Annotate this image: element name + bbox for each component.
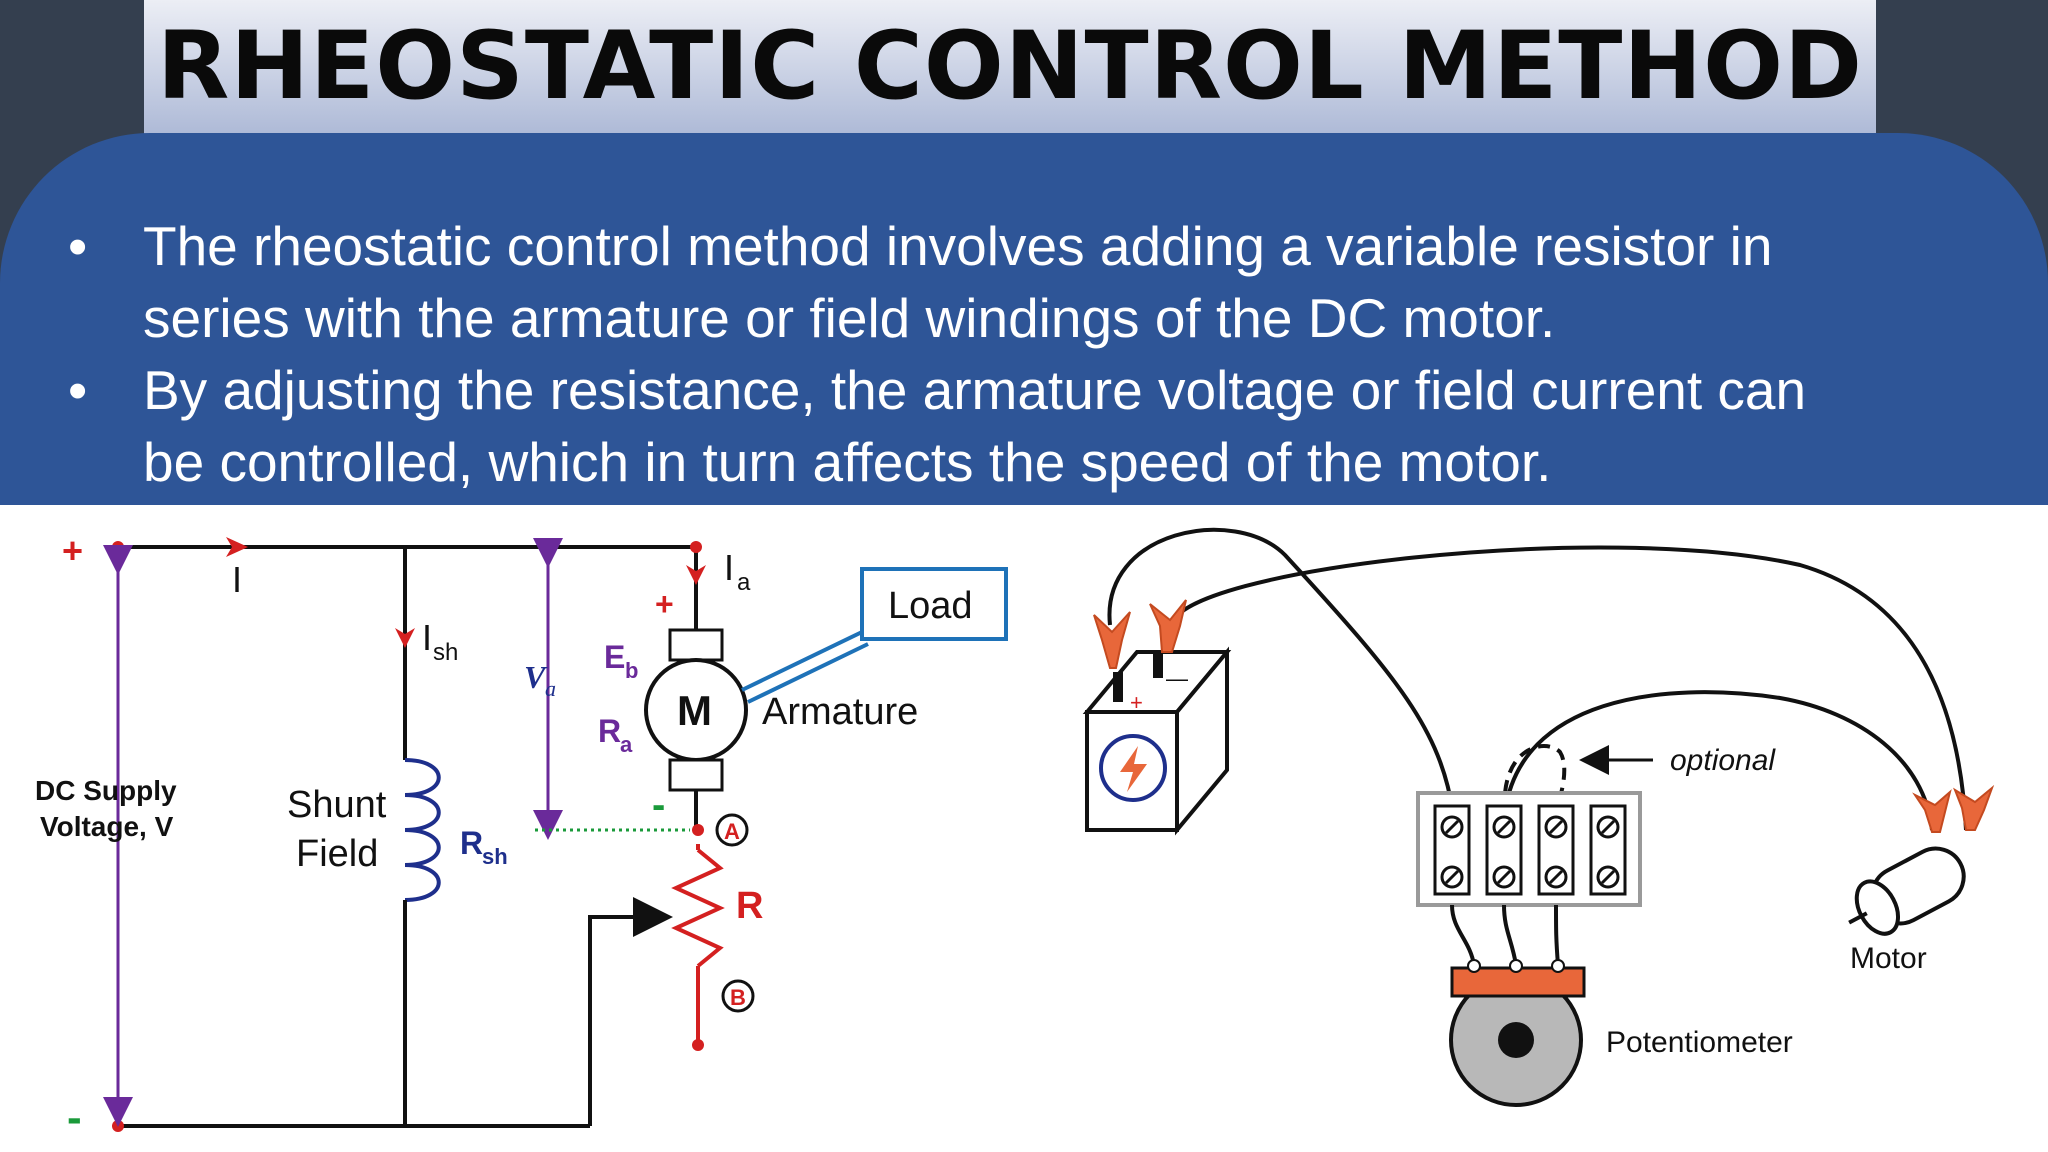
terminal-plus-label: + bbox=[62, 530, 83, 571]
shunt-resistance-label: R bbox=[460, 825, 483, 861]
bullet-list: • The rheostatic control method involves… bbox=[60, 210, 2020, 498]
battery-minus-wire bbox=[1170, 545, 1968, 831]
motor-clip-1-icon bbox=[1912, 789, 1952, 833]
bullet-text: The rheostatic control method involves a… bbox=[143, 215, 1772, 349]
potentiometer-shaft bbox=[1498, 1022, 1534, 1058]
armature-top-dot bbox=[690, 541, 702, 553]
pot-wire-3 bbox=[1554, 904, 1560, 966]
node-b-label: B bbox=[730, 985, 746, 1010]
current-i-arrow-icon bbox=[226, 537, 248, 557]
node-a-circle bbox=[715, 813, 749, 847]
screw-slots bbox=[1444, 819, 1616, 885]
pot-wire-2 bbox=[1502, 904, 1518, 966]
load-label: Load bbox=[888, 585, 973, 627]
armature-resistance-subscript: a bbox=[620, 732, 633, 757]
terminal-plus-dot bbox=[112, 541, 124, 553]
supply-voltage-label-line1: DC Supply bbox=[35, 775, 177, 806]
load-box bbox=[860, 567, 1008, 641]
motor-supply-wire bbox=[1503, 690, 1934, 831]
brush-top bbox=[668, 628, 724, 662]
battery-plus-label: + bbox=[1130, 690, 1143, 715]
content-panel bbox=[0, 133, 2048, 506]
motor-clip-2-icon bbox=[1953, 784, 1995, 831]
shunt-field-label-line2: Field bbox=[296, 833, 378, 875]
voltage-va-label: V bbox=[524, 659, 548, 695]
shunt-coil bbox=[404, 758, 441, 902]
armature-plus-label: + bbox=[655, 586, 674, 622]
clip-plus-icon bbox=[1093, 611, 1131, 669]
bullet-dot: • bbox=[68, 359, 88, 421]
bullet-line: series with the armature or field windin… bbox=[143, 287, 1556, 349]
bullet-item: • The rheostatic control method involves… bbox=[60, 210, 2020, 354]
terminal-minus-label: - bbox=[67, 1093, 82, 1142]
load-connector-line-1 bbox=[741, 630, 863, 692]
motor-icon bbox=[1848, 846, 1966, 936]
current-ia-subscript: a bbox=[737, 569, 751, 596]
wiper-wire bbox=[588, 897, 673, 1126]
motor-label: M bbox=[677, 687, 712, 734]
current-ia-label: I bbox=[724, 547, 734, 588]
battery-terminal-plus bbox=[1113, 672, 1123, 702]
supply-voltage-label-line2: Voltage, V bbox=[40, 811, 174, 842]
bullet-dot: • bbox=[68, 215, 88, 277]
pot-terminal bbox=[1509, 959, 1523, 973]
circuit-schematic: + - I I a I sh V a + - E b R a M Armatur… bbox=[35, 530, 1008, 1142]
brush-bottom bbox=[668, 758, 724, 792]
potentiometer-label: Potentiometer bbox=[1606, 1026, 1793, 1059]
bullet-text: By adjusting the resistance, the armatur… bbox=[143, 359, 1806, 493]
current-ia-arrow-icon bbox=[686, 565, 706, 585]
node-b-circle bbox=[721, 979, 755, 1013]
clip-minus-icon bbox=[1149, 599, 1187, 653]
armature-label: Armature bbox=[762, 691, 918, 733]
shunt-resistance-subscript: sh bbox=[482, 844, 508, 869]
current-i-label: I bbox=[232, 559, 242, 600]
load-connector-line-2 bbox=[747, 642, 869, 704]
current-ish-subscript: sh bbox=[433, 639, 458, 666]
node-a-label: A bbox=[724, 819, 740, 844]
bullet-line: The rheostatic control method involves a… bbox=[143, 215, 1773, 277]
current-ish-label: I bbox=[422, 617, 432, 658]
current-ish-arrow-icon bbox=[395, 628, 415, 648]
bullet-item: • By adjusting the resistance, the armat… bbox=[60, 354, 2020, 498]
diagram-area bbox=[0, 505, 2048, 1152]
motor-label: Motor bbox=[1850, 942, 1927, 975]
terminal-minus-dot bbox=[112, 1120, 124, 1132]
shunt-field-label-line1: Shunt bbox=[287, 784, 387, 826]
bullet-line: be controlled, which in turn affects the… bbox=[143, 431, 1552, 493]
bullet-line: By adjusting the resistance, the armatur… bbox=[143, 359, 1807, 421]
back-emf-label: E bbox=[604, 639, 625, 675]
wiring-diagram: + — bbox=[1082, 527, 1995, 1107]
pot-terminal bbox=[1551, 959, 1565, 973]
variable-resistor-label: R bbox=[736, 885, 763, 927]
back-emf-subscript: b bbox=[625, 658, 638, 683]
armature-minus-label: - bbox=[652, 783, 665, 827]
battery-minus-label: — bbox=[1166, 666, 1188, 691]
battery-terminal-minus bbox=[1153, 652, 1163, 678]
resistor-zigzag bbox=[671, 848, 725, 968]
battery-plus-wire bbox=[1107, 527, 1455, 813]
terminal-slot-3 bbox=[1537, 804, 1575, 896]
pot-wire-1 bbox=[1450, 904, 1476, 966]
resistor-end-dot bbox=[692, 1039, 704, 1051]
lightning-bolt-icon bbox=[1120, 746, 1147, 792]
title-bar: RHEOSTATIC CONTROL METHOD bbox=[144, 0, 1876, 134]
armature-resistance-label: R bbox=[598, 713, 621, 749]
optional-label: optional bbox=[1670, 744, 1776, 777]
node-a-dot bbox=[692, 824, 704, 836]
slide-title: RHEOSTATIC CONTROL METHOD bbox=[156, 12, 1864, 121]
pot-terminal bbox=[1467, 959, 1481, 973]
voltage-va-subscript: a bbox=[545, 676, 556, 701]
